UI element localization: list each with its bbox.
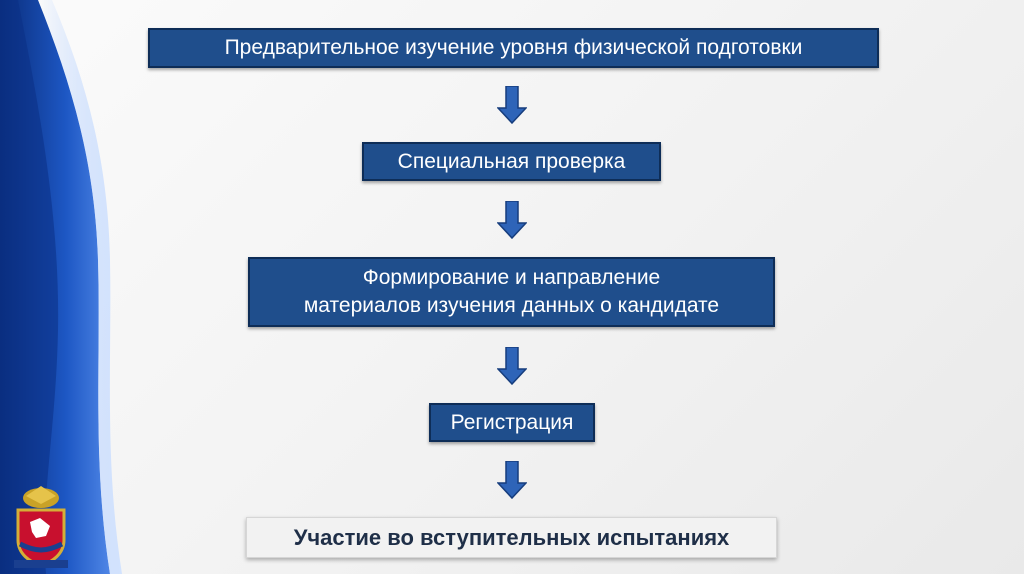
step-entrance-exams: Участие во вступительных испытаниях (246, 517, 777, 558)
arrow-down-icon (497, 86, 527, 124)
arrow-down-icon (497, 347, 527, 385)
step-5-label: Участие во вступительных испытаниях (294, 524, 730, 552)
step-registration: Регистрация (429, 403, 595, 442)
step-3-label-line-2: материалов изучения данных о кандидате (304, 292, 719, 320)
arrow-down-icon (497, 461, 527, 499)
step-forming-and-sending-materials: Формирование и направление материалов из… (248, 257, 775, 327)
police-emblem-icon (6, 482, 76, 570)
step-special-check: Специальная проверка (362, 142, 661, 181)
step-3-label-line-1: Формирование и направление (363, 264, 660, 292)
step-physical-fitness-preliminary-study: Предварительное изучение уровня физическ… (148, 28, 879, 68)
step-1-label: Предварительное изучение уровня физическ… (225, 34, 803, 62)
arrow-down-icon (497, 201, 527, 239)
step-4-label: Регистрация (451, 409, 574, 437)
step-2-label: Специальная проверка (398, 148, 626, 176)
